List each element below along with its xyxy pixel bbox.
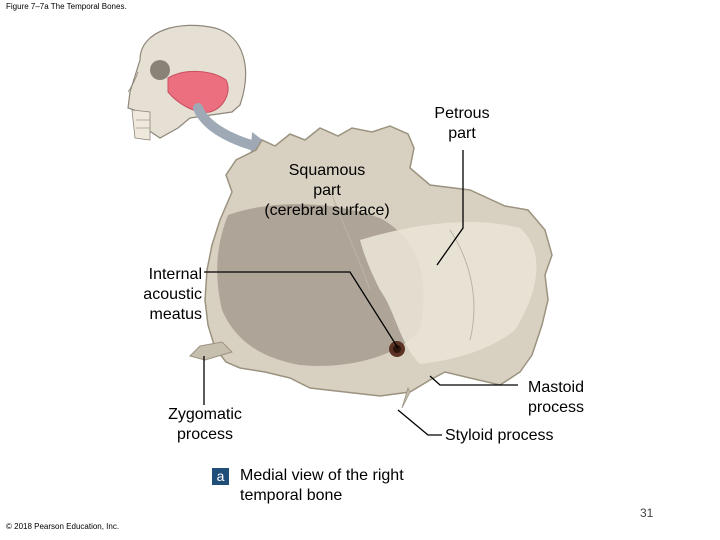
caption-line: temporal bone [240,487,343,504]
label-line: Zygomatic [168,406,242,423]
panel-badge: a [212,468,229,485]
caption-line: Medial view of the right [240,467,404,484]
label-zygomatic-process: Zygomatic process [150,405,260,445]
petrous-ridge [360,221,537,364]
label-line: part [313,182,341,199]
leader-styloid [397,409,442,436]
page-number: 31 [640,506,654,520]
label-internal-acoustic-meatus: Internal acoustic meatus [110,265,202,325]
label-mastoid-process: Mastoid process [510,378,602,418]
figure-caption: Medial view of the right temporal bone [240,466,404,506]
label-line: Mastoid [527,379,585,396]
label-styloid-process: Styloid process [445,427,554,444]
leader-lines [203,150,518,436]
label-line: acoustic [143,286,202,303]
label-line: Internal [148,266,202,283]
label-line: process [527,399,585,416]
leader-internal-acoustic [204,271,399,349]
skull-inset [127,24,247,141]
label-line: part [448,125,476,142]
temporal-bone [189,125,553,409]
leader-mastoid [429,375,518,386]
copyright-notice: © 2018 Pearson Education, Inc. [6,522,120,531]
temporal-bone-highlight [167,70,229,113]
label-line: meatus [149,306,202,323]
figure-title: Figure 7–7a The Temporal Bones. [6,2,127,11]
label-line: process [176,426,234,443]
label-line: (cerebral surface) [264,202,390,219]
label-line: Petrous [434,105,490,122]
label-petrous-part: Petrous part [412,104,512,144]
label-squamous-part: Squamous part (cerebral surface) [246,161,408,221]
label-line: Squamous [288,162,366,179]
leader-petrous [436,150,464,266]
